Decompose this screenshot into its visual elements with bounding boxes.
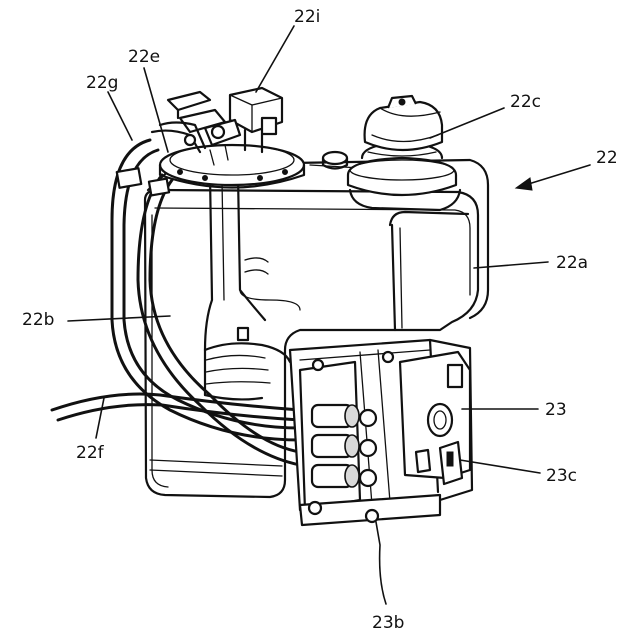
label-22f: 22f bbox=[76, 443, 105, 463]
label-22b: 22b bbox=[22, 310, 54, 330]
label-23b: 23b bbox=[372, 613, 404, 633]
label-23: 23 bbox=[545, 400, 567, 420]
label-22a: 22a bbox=[556, 253, 588, 273]
callout-22i: 22i bbox=[256, 7, 320, 92]
callout-22g: 22g bbox=[86, 73, 132, 140]
callout-22a: 22a bbox=[474, 253, 588, 273]
label-22g: 22g bbox=[86, 73, 118, 93]
solenoid-coils bbox=[312, 405, 376, 487]
callout-22e: 22e bbox=[128, 47, 168, 152]
cap-22c bbox=[348, 96, 456, 195]
callout-23b: 23b bbox=[372, 522, 404, 633]
callout-23c: 23c bbox=[460, 460, 577, 486]
callout-22c: 22c bbox=[430, 92, 541, 138]
callout-22: 22 bbox=[516, 148, 618, 190]
top-flange bbox=[160, 145, 360, 188]
label-23c: 23c bbox=[546, 466, 577, 486]
label-22: 22 bbox=[596, 148, 618, 168]
label-22i: 22i bbox=[294, 7, 320, 27]
label-22c: 22c bbox=[510, 92, 541, 112]
label-22e: 22e bbox=[128, 47, 160, 67]
connector-22i bbox=[230, 88, 282, 152]
callout-23: 23 bbox=[462, 400, 567, 420]
valve-block-23 bbox=[290, 340, 472, 525]
